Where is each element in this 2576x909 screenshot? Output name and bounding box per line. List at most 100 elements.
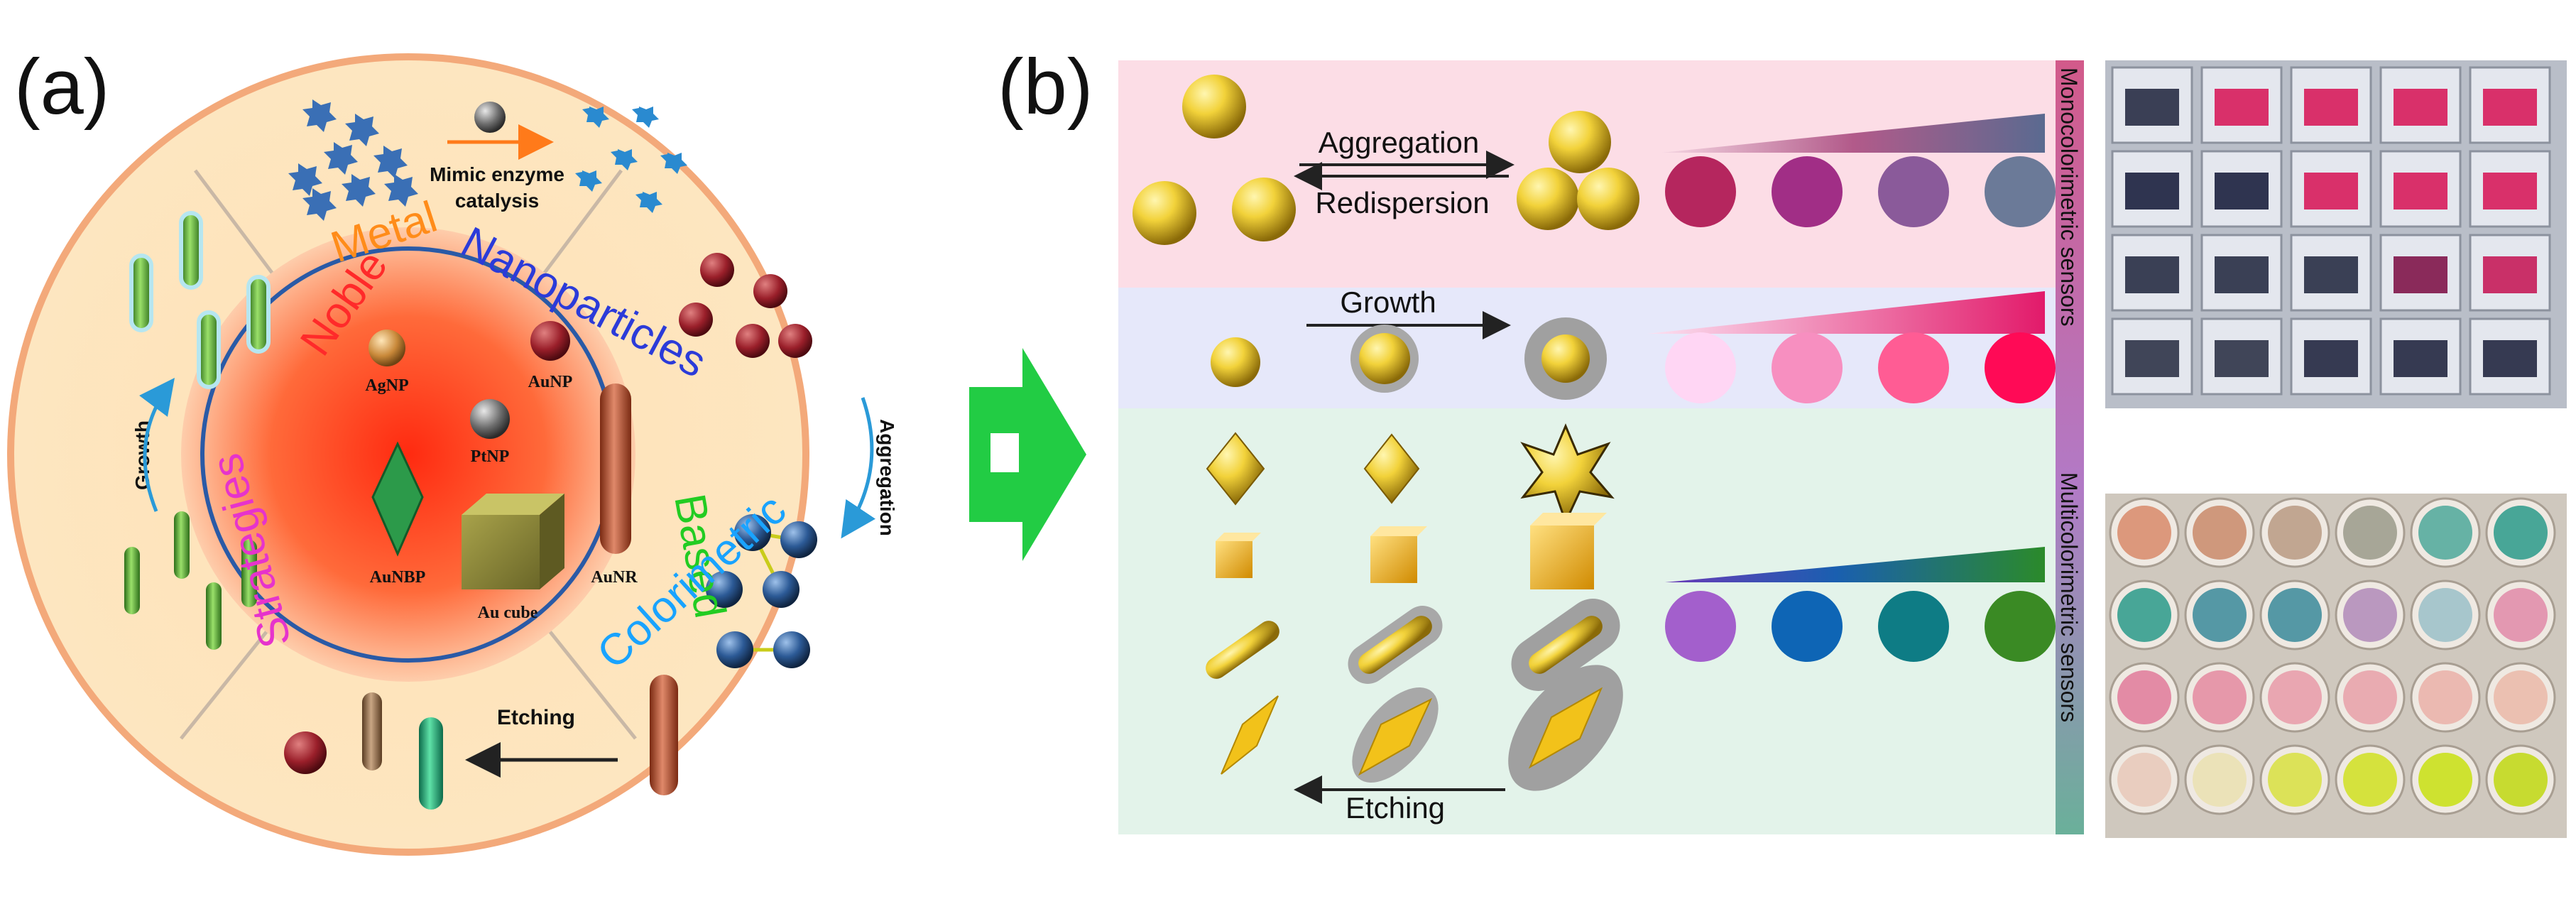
color-dot-3-3	[1878, 591, 1949, 662]
aunbp-bipyramid	[371, 441, 424, 557]
aunp-ball	[530, 321, 570, 361]
cuvette	[2290, 234, 2372, 312]
cuvette	[2111, 150, 2193, 228]
aunbp-label: AuNBP	[370, 568, 426, 587]
color-dot-3-2	[1772, 591, 1843, 662]
enzyme-sector: Mimic enzyme catalysis	[288, 99, 687, 221]
well-plate-grid	[2109, 497, 2556, 815]
cuvette	[2200, 234, 2283, 312]
ptnp-ball	[470, 399, 510, 439]
well-liquid	[2268, 506, 2322, 560]
panel-a-label: (a)	[14, 43, 109, 131]
agnp-label: AgNP	[365, 376, 408, 395]
well-liquid	[2494, 506, 2548, 560]
well-liquid	[2494, 753, 2548, 807]
aunr-label: AuNR	[591, 568, 638, 587]
cuvette-grid	[2111, 66, 2551, 396]
color-dot-2-4	[1985, 332, 2056, 403]
side-bar	[2056, 60, 2084, 834]
cuvette	[2379, 66, 2462, 144]
enzyme-catalyst-ball	[474, 102, 506, 133]
well-liquid	[2193, 753, 2247, 807]
growth-arrow-a	[139, 377, 175, 512]
cuvette	[2379, 150, 2462, 228]
cuvette	[2469, 150, 2551, 228]
well-liquid	[2343, 588, 2397, 642]
gradient-wedge-2	[1647, 291, 2045, 334]
aunr-rod	[600, 383, 631, 554]
aunp-label: AuNP	[528, 373, 573, 391]
au-cube	[462, 494, 564, 589]
gradient-wedge-3	[1665, 547, 2045, 582]
au-cube-label: Au cube	[478, 604, 538, 622]
panel-a: (a) Mimic enzy	[7, 43, 898, 856]
transition-arrow-notch	[990, 433, 1019, 472]
well-liquid	[2494, 670, 2548, 724]
color-dot-3-1	[1665, 591, 1736, 662]
inner-particles: AgNP AuNP PtNP AuNBP AuNR Au cube	[365, 321, 638, 622]
growth-label-a: Growth	[131, 420, 153, 490]
color-dot-1-1	[1665, 156, 1736, 227]
enzyme-stars-left	[288, 99, 418, 221]
color-dot-1-4	[1985, 156, 2056, 227]
color-dot-1-2	[1772, 156, 1843, 227]
mono-sensors-label: Monocolorimetric sensors	[2056, 67, 2082, 327]
well-liquid	[2268, 670, 2322, 724]
aggregated-cluster-b	[1517, 111, 1639, 230]
aggregation-label-a: Aggregation	[876, 419, 898, 536]
well-liquid	[2343, 670, 2397, 724]
color-dot-2-3	[1878, 332, 1949, 403]
well-liquid	[2268, 588, 2322, 642]
gradient-wedge-1	[1661, 114, 2045, 153]
cuvette	[2111, 66, 2193, 144]
color-dot-2-1	[1665, 332, 1736, 403]
well-liquid	[2268, 753, 2322, 807]
enzyme-stars-right	[575, 107, 687, 213]
ptnp-label: PtNP	[471, 447, 510, 466]
cuvette	[2111, 234, 2193, 312]
color-dot-2-2	[1772, 332, 1843, 403]
well-liquid	[2193, 506, 2247, 560]
color-dot-1-3	[1878, 156, 1949, 227]
well-liquid	[2494, 588, 2548, 642]
well-liquid	[2343, 506, 2397, 560]
row-aggregation: Aggregation Redispersion	[1133, 75, 2056, 245]
aggregation-label-b: Aggregation	[1319, 126, 1480, 159]
cuvette	[2290, 66, 2372, 144]
multi-sensors-label: Multicolorimetric sensors	[2056, 472, 2082, 722]
well-liquid	[2418, 670, 2472, 724]
cuvette	[2111, 317, 2193, 396]
etching-sector: Etching	[284, 675, 678, 810]
color-dot-3-4	[1985, 591, 2056, 662]
well-liquid	[2343, 753, 2397, 807]
cuvette	[2379, 234, 2462, 312]
etching-label-a: Etching	[497, 706, 575, 729]
cuvette	[2200, 317, 2283, 396]
well-liquid	[2117, 670, 2171, 724]
growth-rods-top	[129, 211, 271, 389]
panel-b-label: (b)	[998, 43, 1093, 131]
well-liquid	[2117, 506, 2171, 560]
transition-arrow	[969, 348, 1086, 561]
well-liquid	[2117, 588, 2171, 642]
cuvette	[2469, 66, 2551, 144]
row-growth: Growth	[1211, 285, 2056, 403]
redispersion-label-b: Redispersion	[1315, 186, 1489, 219]
cuvette	[2379, 317, 2462, 396]
well-liquid	[2193, 670, 2247, 724]
aggregation-arrow-a	[841, 397, 875, 539]
etching-label-b: Etching	[1346, 791, 1445, 824]
well-liquid	[2418, 588, 2472, 642]
enzyme-label-line1: Mimic enzyme	[430, 163, 564, 185]
well-liquid	[2193, 588, 2247, 642]
cuvette	[2200, 66, 2283, 144]
cuvette	[2290, 150, 2372, 228]
aggregated-clusters	[706, 514, 817, 668]
cuvette	[2200, 150, 2283, 228]
well-liquid	[2418, 506, 2472, 560]
aggregation-sector: Aggregation	[679, 253, 898, 668]
growth-sector: Growth	[124, 211, 271, 650]
cuvette	[2469, 234, 2551, 312]
well-liquid	[2117, 753, 2171, 807]
